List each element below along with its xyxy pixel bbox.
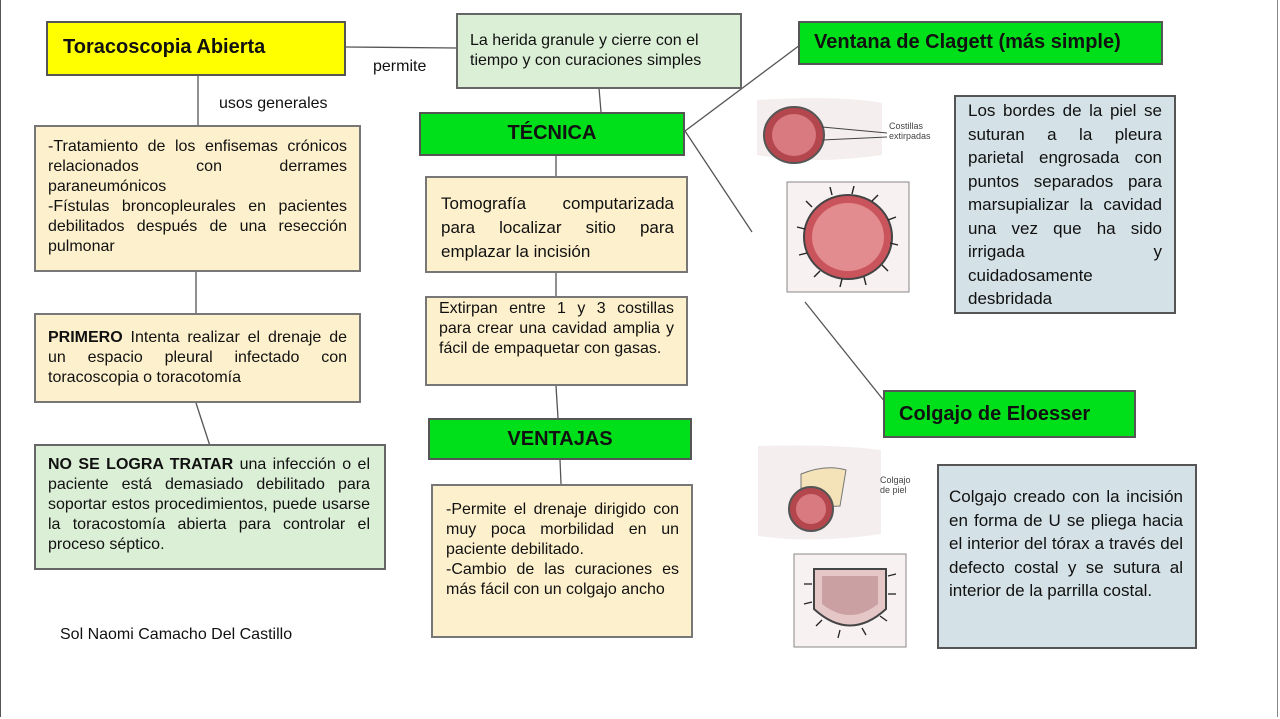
clagett-figure-caption: Costillas extirpadas — [889, 121, 931, 141]
clagett-description-box: Los bordes de la piel se suturan a la pl… — [954, 95, 1176, 314]
tecnica-title: TÉCNICA — [507, 122, 597, 144]
eloesser-figure-svg — [758, 445, 907, 648]
clagett-header: Ventana de Clagett (más simple) — [798, 21, 1163, 65]
ventajas-item-2: -Cambio de las curaciones es más fácil c… — [446, 561, 679, 598]
result-text: La herida granule y cierre con el tiempo… — [470, 32, 702, 69]
label-permite: permite — [373, 58, 427, 75]
author-name: Sol Naomi Camacho Del Castillo — [60, 626, 293, 643]
label-usos-generales: usos generales — [219, 95, 328, 112]
ventajas-header: VENTAJAS — [428, 418, 692, 460]
no-se-logra-keyword: NO SE LOGRA TRATAR — [48, 456, 234, 473]
ventajas-item-1: -Permite el drenaje dirigido con muy poc… — [446, 501, 679, 558]
tecnica-step-1-text: Tomografía computarizada para localizar … — [441, 194, 674, 261]
clagett-illustration — [752, 95, 942, 295]
primero-text: Intenta realizar el drenaje de un espaci… — [48, 329, 347, 386]
usos-item-2: -Fístulas broncopleurales en pacientes d… — [48, 198, 347, 255]
tecnica-step-2: Extirpan entre 1 y 3 costillas para crea… — [425, 296, 688, 386]
title-box: Toracoscopia Abierta — [46, 21, 346, 76]
ventajas-box: -Permite el drenaje dirigido con muy poc… — [431, 484, 693, 638]
eloesser-description-box: Colgajo creado con la incisión en forma … — [937, 464, 1197, 649]
title-text: Toracoscopia Abierta — [63, 36, 266, 58]
tecnica-header: TÉCNICA — [419, 112, 685, 156]
result-box: La herida granule y cierre con el tiempo… — [456, 13, 742, 89]
clagett-description: Los bordes de la piel se suturan a la pl… — [968, 101, 1162, 308]
eloesser-header: Colgajo de Eloesser — [883, 390, 1136, 438]
tecnica-step-2-text: Extirpan entre 1 y 3 costillas para crea… — [439, 300, 674, 357]
primero-keyword: PRIMERO — [48, 329, 123, 346]
eloesser-figure-caption: Colgajo de piel — [880, 475, 911, 495]
eloesser-title: Colgajo de Eloesser — [899, 403, 1091, 425]
usos-item-1: -Tratamiento de los enfisemas crónicos r… — [48, 138, 347, 195]
clagett-title: Ventana de Clagett (más simple) — [814, 31, 1121, 53]
no-se-logra-box: NO SE LOGRA TRATAR una infección o el pa… — [34, 444, 386, 570]
tecnica-step-1: Tomografía computarizada para localizar … — [425, 176, 688, 273]
ventajas-title: VENTAJAS — [507, 428, 613, 450]
clagett-figure-svg — [757, 98, 910, 293]
eloesser-illustration — [756, 444, 908, 649]
usos-box: -Tratamiento de los enfisemas crónicos r… — [34, 125, 361, 272]
eloesser-description: Colgajo creado con la incisión en forma … — [949, 487, 1183, 600]
primero-box: PRIMERO Intenta realizar el drenaje de u… — [34, 313, 361, 403]
no-se-logra-text: una infección o el paciente está demasia… — [48, 456, 370, 553]
